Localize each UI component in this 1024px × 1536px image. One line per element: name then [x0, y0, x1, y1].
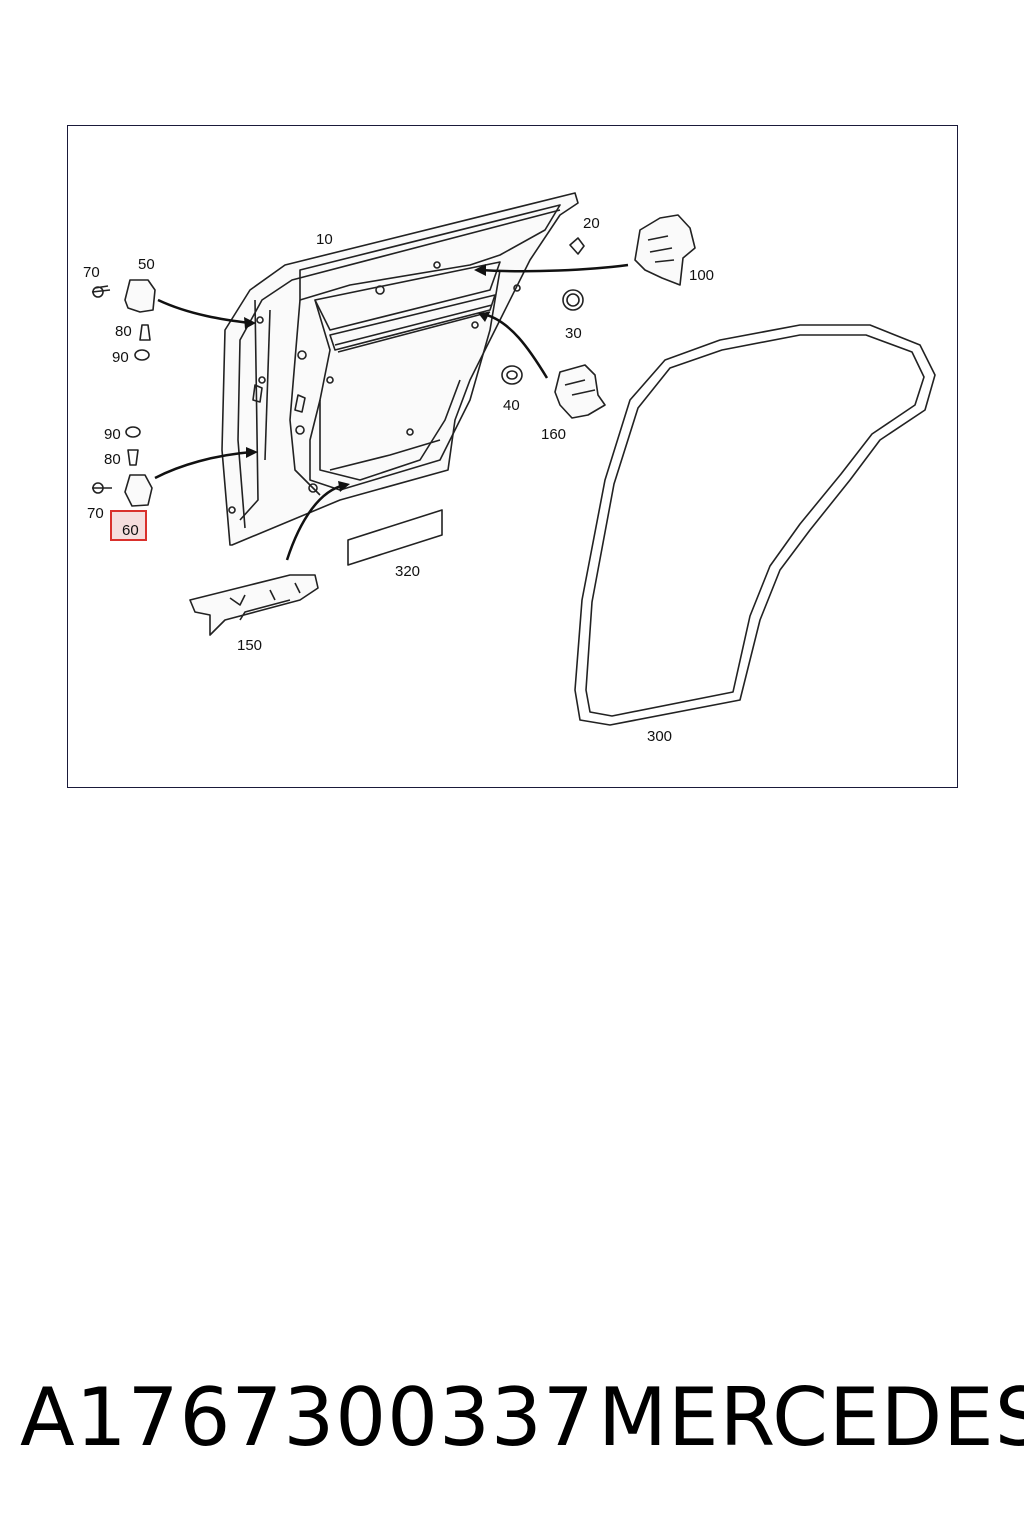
callout-90-lower: 90	[104, 426, 121, 443]
callout-50: 50	[138, 256, 155, 273]
callout-labels: 10 20 30 40 50 70 80 90 90 80 70 60 100 …	[83, 215, 714, 745]
footer-caption: A1767300337 MERCEDES	[0, 1368, 1024, 1468]
callout-160: 160	[541, 426, 566, 443]
grommet-40	[501, 365, 523, 385]
door-seal	[574, 324, 936, 726]
upper-hinge-group	[91, 279, 156, 361]
exploded-parts-diagram: 10 20 30 40 50 70 80 90 90 80 70 60 100 …	[83, 192, 936, 745]
highlight-box	[110, 510, 147, 541]
callout-100: 100	[689, 267, 714, 284]
pointer-arrows	[154, 263, 629, 561]
brand-name: MERCEDES	[598, 1371, 1024, 1464]
part-number: A1767300337	[20, 1371, 595, 1464]
callout-20: 20	[583, 215, 600, 232]
part-160-lock	[554, 364, 606, 419]
callout-60: 60	[122, 522, 139, 539]
arrow-heads	[244, 264, 490, 492]
callout-90-upper: 90	[112, 349, 129, 366]
clip-20	[569, 237, 585, 255]
callout-150: 150	[237, 637, 262, 654]
label-plate	[347, 509, 443, 566]
callout-80-lower: 80	[104, 451, 121, 468]
part-150-bracket	[189, 574, 319, 636]
callout-80-upper: 80	[115, 323, 132, 340]
callout-320: 320	[395, 563, 420, 580]
callout-300: 300	[647, 728, 672, 745]
callout-10: 10	[316, 231, 333, 248]
callout-40: 40	[503, 397, 520, 414]
lower-hinge-group	[92, 426, 153, 507]
callout-70-lower: 70	[87, 505, 104, 522]
diagram-frame	[67, 125, 958, 788]
callout-30: 30	[565, 325, 582, 342]
grommet-30	[562, 289, 584, 311]
part-100-bracket	[634, 214, 696, 286]
callout-70-upper: 70	[83, 264, 100, 281]
door-shell	[221, 192, 579, 546]
